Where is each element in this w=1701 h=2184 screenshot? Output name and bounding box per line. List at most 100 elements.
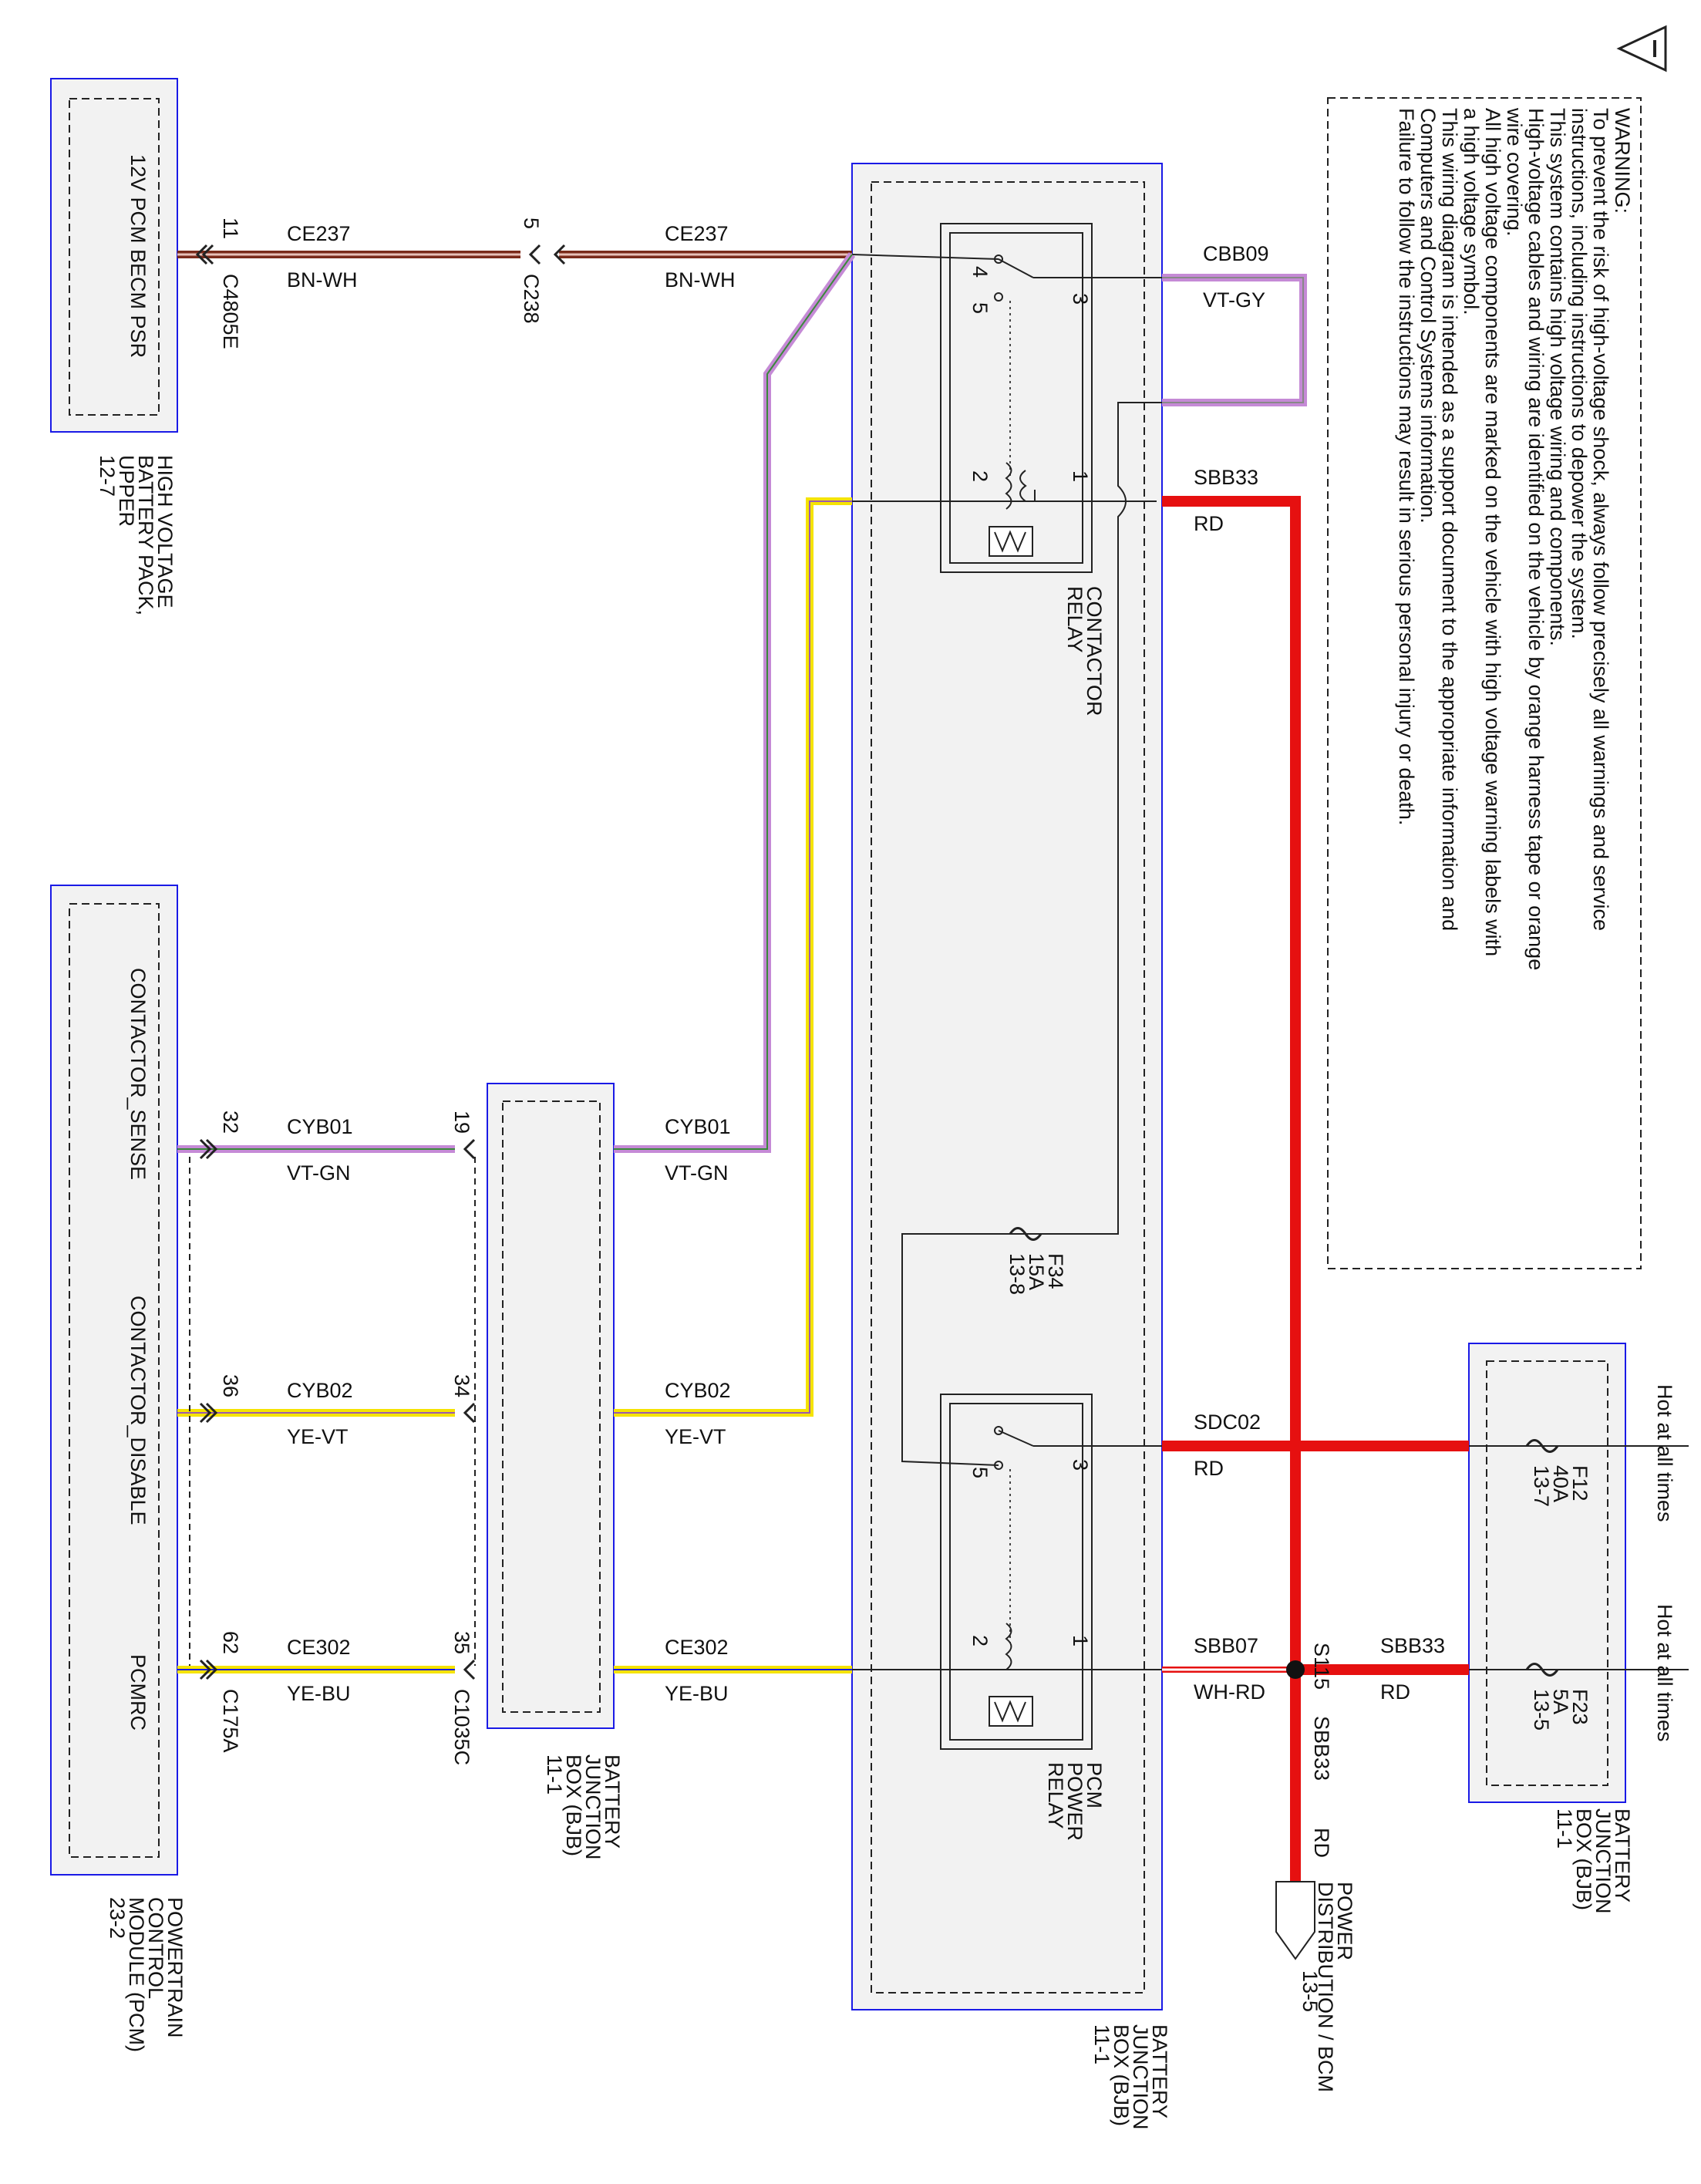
wire-label-color: YE-VT bbox=[665, 1425, 726, 1448]
wire-sbb33 bbox=[1162, 496, 1301, 1882]
contactor-relay-pin-5: 5 bbox=[968, 302, 992, 314]
wire-label-color: RD bbox=[1380, 1680, 1410, 1704]
pcm-power-relay-pin-3: 3 bbox=[1069, 1459, 1092, 1471]
fuse-f23-name: F23 bbox=[1568, 1689, 1592, 1725]
fuse-f12-name: F12 bbox=[1568, 1465, 1592, 1502]
fuse-f34-ref: 13-8 bbox=[1005, 1253, 1029, 1295]
wire-label-color: RD bbox=[1194, 1457, 1224, 1480]
connector-c175a: C175A bbox=[219, 1689, 242, 1753]
warning-line: High-voltage cables and wiring are ident… bbox=[1524, 108, 1548, 970]
wire-label-circuit: SBB33 bbox=[1380, 1634, 1445, 1657]
hv-battery-ref: 12-7 bbox=[96, 455, 119, 497]
pcm-power-relay-resistor bbox=[989, 1696, 1033, 1727]
bjb-right-ref: 11-1 bbox=[1553, 1808, 1576, 1849]
wire-label-circuit: CE237 bbox=[287, 222, 351, 245]
wire-label-circuit: CYB02 bbox=[665, 1379, 731, 1402]
pcm-pin-pcmrc: PCMRC bbox=[126, 1654, 150, 1731]
hot-feeds bbox=[1469, 1445, 1689, 1670]
pin-34: 34 bbox=[450, 1374, 473, 1397]
contactor-relay-switch bbox=[998, 258, 1034, 278]
fuse-f34-icon bbox=[1009, 1227, 1042, 1241]
connector-c1035c: C1035C bbox=[450, 1689, 473, 1765]
wire-label-color: VT-GY bbox=[1203, 288, 1265, 312]
fuse-f34: F34 15A 13-8 bbox=[1005, 1227, 1067, 1295]
power-distribution-label: DISTRIBUTION / BCM bbox=[1314, 1882, 1337, 2092]
bjb-left-ref: 11-1 bbox=[543, 1754, 566, 1795]
hv-battery-module: 12V PCM BECM PSR HIGH VOLTAGE BATTERY PA… bbox=[50, 78, 178, 615]
wire-label-color: RD bbox=[1310, 1828, 1333, 1858]
wire-label-circuit: SDC02 bbox=[1194, 1410, 1261, 1434]
pcm-power-relay-pin-5: 5 bbox=[968, 1467, 992, 1478]
contactor-relay-label: RELAY bbox=[1063, 586, 1086, 653]
pcm-name: POWERTRAIN bbox=[163, 1897, 187, 2038]
contactor-relay-resistor bbox=[989, 526, 1033, 557]
pcm-power-relay-label: POWER bbox=[1063, 1762, 1086, 1841]
contactor-relay-pin-2: 2 bbox=[968, 470, 992, 482]
fuse-f34-rating: 15A bbox=[1025, 1253, 1048, 1290]
wire-label-color: VT-GN bbox=[287, 1161, 351, 1185]
wire-label-color: RD bbox=[1194, 512, 1224, 535]
pcm-ref: 23-2 bbox=[106, 1897, 129, 1939]
pcm-power-relay-pin-2: 2 bbox=[968, 1635, 992, 1646]
wire-cyb01 bbox=[177, 252, 856, 1153]
bjb-main-ref: 11-1 bbox=[1090, 2024, 1113, 2064]
warning-line: All high voltage components are marked o… bbox=[1481, 108, 1504, 956]
pcm-power-relay-coil bbox=[1005, 1623, 1012, 1670]
bjb-main-module: BATTERY JUNCTION BOX (BJB) 11-1 bbox=[851, 163, 1171, 2130]
wire-label-color: YE-VT bbox=[287, 1425, 349, 1448]
wire-label-color: VT-GN bbox=[665, 1161, 729, 1185]
warning-line: Failure to follow the instructions may r… bbox=[1395, 108, 1418, 825]
bjb-left-name: BOX (BJB) bbox=[562, 1754, 585, 1856]
wire-label-circuit: SBB33 bbox=[1310, 1716, 1333, 1781]
pcm-power-relay-label: PCM bbox=[1083, 1762, 1106, 1808]
hv-battery-name: HIGH VOLTAGE bbox=[153, 455, 177, 608]
bjb-left-name: BATTERY bbox=[601, 1754, 624, 1849]
wire-label-color: BN-WH bbox=[665, 268, 735, 292]
pin-35: 35 bbox=[450, 1631, 473, 1654]
fuse-f12-ref: 13-7 bbox=[1530, 1465, 1553, 1507]
wire-cbb09 bbox=[1162, 274, 1307, 406]
wire-label-circuit: CYB01 bbox=[287, 1115, 353, 1138]
pcm-name: CONTROL bbox=[144, 1897, 167, 1999]
pcm-power-relay-label: RELAY bbox=[1044, 1762, 1067, 1829]
wire-label-circuit: SBB33 bbox=[1194, 466, 1258, 489]
wire-label-color: BN-WH bbox=[287, 268, 357, 292]
wire-red-power bbox=[1162, 496, 1469, 1882]
hv-battery-name: UPPER bbox=[115, 455, 138, 527]
warning-line: This wiring diagram is intended as a sup… bbox=[1438, 108, 1461, 931]
bjb-main-name: BATTERY bbox=[1148, 2024, 1171, 2118]
wire-label-circuit: CYB01 bbox=[665, 1115, 731, 1138]
contactor-relay: 3 4 5 1 2 CONTACTOR RELAY bbox=[940, 223, 1106, 716]
wire-label-circuit: CE302 bbox=[287, 1636, 351, 1659]
bjb-right-module: BATTERY JUNCTION BOX (BJB) 11-1 bbox=[1468, 1343, 1634, 1914]
connector-terminals bbox=[195, 244, 566, 1680]
connector-c4805e: C4805E bbox=[219, 274, 242, 349]
bjb-right-name: BATTERY bbox=[1611, 1808, 1634, 1903]
wire-label-color: YE-BU bbox=[665, 1682, 729, 1705]
fuse-f34-name: F34 bbox=[1044, 1253, 1067, 1289]
hot-at-all-times-label: Hot at all times bbox=[1653, 1384, 1676, 1522]
warning-triangle-icon bbox=[1616, 25, 1667, 72]
bjb-right-name: BOX (BJB) bbox=[1572, 1808, 1595, 1910]
hv-battery-name: BATTERY PACK, bbox=[134, 455, 157, 615]
contactor-relay-pin-3: 3 bbox=[1069, 293, 1092, 305]
wire-cyb02 bbox=[177, 497, 852, 1417]
pcm-pin-contactor-disable: CONTACTOR_DISABLE bbox=[126, 1296, 150, 1525]
contactor-relay-label: CONTACTOR bbox=[1083, 586, 1106, 716]
pcm-module: CONTACTOR_SENSE CONTACTOR_DISABLE PCMRC … bbox=[50, 885, 187, 2052]
wire-label-circuit: SBB07 bbox=[1194, 1634, 1258, 1657]
contactor-relay-pin-4: 4 bbox=[968, 266, 992, 278]
warning-line: Computers and Control Systems informatio… bbox=[1416, 108, 1440, 524]
warning-block: WARNING: To prevent the risk of high-vol… bbox=[1327, 25, 1667, 1269]
connector-c238: C238 bbox=[520, 274, 543, 324]
bjb-right-name: JUNCTION bbox=[1592, 1808, 1615, 1914]
hot-at-all-times-label: Hot at all times bbox=[1653, 1604, 1676, 1742]
warning-line: To prevent the risk of high-voltage shoc… bbox=[1589, 108, 1612, 931]
fuse-f12: F12 40A 13-7 bbox=[1525, 1439, 1592, 1507]
pin-36: 36 bbox=[219, 1374, 242, 1397]
splice-label: S115 bbox=[1310, 1643, 1333, 1690]
fuse-f23-ref: 13-5 bbox=[1530, 1689, 1553, 1731]
wire-label-circuit: CE302 bbox=[665, 1636, 729, 1659]
warning-box bbox=[1327, 97, 1642, 1269]
